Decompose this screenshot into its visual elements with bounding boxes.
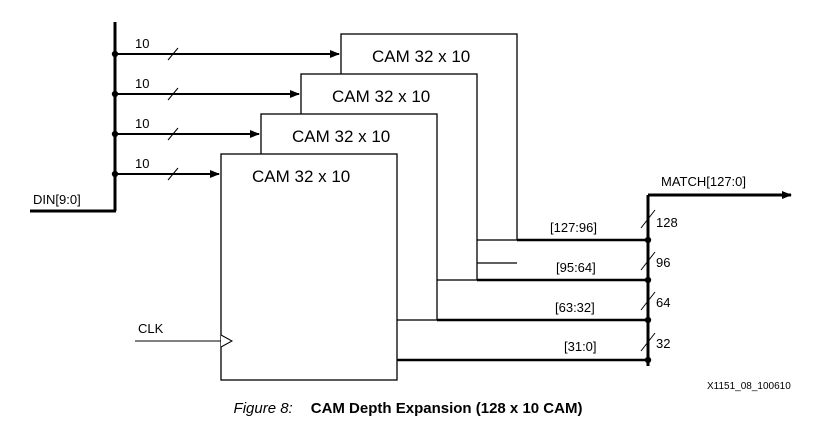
- cam-block-4-label: CAM 32 x 10: [252, 167, 350, 186]
- figure-id: X1151_08_100610: [707, 381, 791, 392]
- match-label: MATCH[127:0]: [661, 174, 746, 189]
- svg-text:10: 10: [135, 36, 149, 51]
- svg-text:32: 32: [656, 336, 670, 351]
- svg-text:[63:32]: [63:32]: [555, 300, 595, 315]
- svg-text:64: 64: [656, 295, 670, 310]
- cam-block-4: [220, 153, 398, 381]
- cam-block-2-label: CAM 32 x 10: [332, 87, 430, 106]
- svg-text:[95:64]: [95:64]: [556, 260, 596, 275]
- svg-text:128: 128: [656, 215, 678, 230]
- match-branch-2: [95:64] 96: [477, 251, 670, 284]
- svg-text:10: 10: [135, 76, 149, 91]
- clk-triangle: [220, 334, 234, 348]
- svg-text:96: 96: [656, 255, 670, 270]
- match-branch-3: [63:32] 64: [437, 291, 670, 324]
- din-label: DIN[9:0]: [33, 192, 81, 207]
- svg-text:[31:0]: [31:0]: [564, 339, 597, 354]
- din-branch-2: 10: [111, 76, 300, 101]
- match-branch-4: [31:0] 32: [397, 332, 670, 364]
- cam-block-3-label: CAM 32 x 10: [292, 127, 390, 146]
- figure-number: Figure 8:: [233, 400, 293, 417]
- clk-label: CLK: [138, 321, 164, 336]
- figure-title: CAM Depth Expansion (128 x 10 CAM): [310, 400, 583, 417]
- cam-block-1-label: CAM 32 x 10: [372, 47, 470, 66]
- figure-caption: Figure 8: CAM Depth Expansion (128 x 10 C…: [0, 400, 816, 417]
- din-branch-1: 10: [111, 36, 340, 61]
- svg-text:[127:96]: [127:96]: [550, 220, 597, 235]
- match-branch-1: [127:96] 128: [517, 209, 678, 244]
- svg-text:10: 10: [135, 156, 149, 171]
- svg-text:10: 10: [135, 116, 149, 131]
- din-branch-4: 10: [111, 156, 220, 181]
- din-branch-3: 10: [111, 116, 260, 141]
